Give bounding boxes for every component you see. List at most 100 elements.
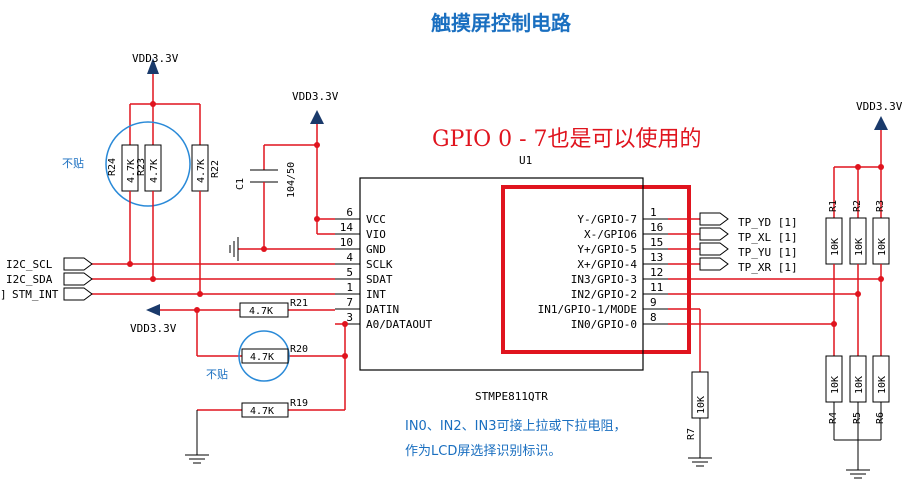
resistor-r7: 10K R7: [686, 371, 709, 440]
note-line-2: 作为LCD屏选择识别标识。: [405, 444, 561, 459]
not-populated-label: 不贴: [62, 156, 84, 170]
ground-symbol: [846, 469, 870, 479]
pin-num: 4: [346, 251, 353, 264]
net-i2c-sda: I2C_SDA: [6, 273, 53, 286]
pin-name: VCC: [366, 213, 386, 226]
pin-name: GND: [366, 243, 386, 256]
net-bracket: ]: [0, 288, 7, 301]
gpio-highlight-box: [501, 185, 691, 354]
resistor-r19: 4.7K R19: [241, 398, 308, 418]
pin-num: 6: [346, 206, 353, 219]
pin-num: 1: [346, 281, 353, 294]
svg-text:4.7K: 4.7K: [249, 306, 273, 317]
svg-text:10K: 10K: [696, 396, 707, 414]
net-stm-int: STM_INT: [12, 288, 59, 301]
pin-num: 10: [340, 236, 353, 249]
svg-text:R20: R20: [290, 344, 308, 355]
chip-part: STMPE811QTR: [475, 390, 548, 403]
resistor-r1: 10K R1: [825, 200, 843, 265]
pin-num: 9: [650, 296, 657, 309]
pin-num: 16: [650, 221, 663, 234]
gpio-annotation: GPIO 0 - 7也是可以使用的: [432, 127, 702, 152]
svg-text:VDD3.3V: VDD3.3V: [856, 100, 903, 113]
svg-text:R19: R19: [290, 398, 308, 409]
svg-text:R2: R2: [852, 200, 863, 212]
svg-text:4.7K: 4.7K: [126, 159, 137, 183]
svg-text:10K: 10K: [830, 376, 841, 394]
svg-text:4.7K: 4.7K: [250, 406, 274, 417]
net-i2c-scl: I2C_SCL: [6, 258, 53, 271]
resistor-r3: 10K R3: [872, 200, 890, 265]
vdd-left-arrow: VDD3.3V: [130, 304, 177, 335]
ground-symbol: [185, 454, 209, 464]
svg-text:4.7K: 4.7K: [149, 159, 160, 183]
vdd-top-mid: VDD3.3V: [292, 90, 339, 124]
resistor-r21: 4.7K R21: [239, 298, 308, 318]
svg-text:R7: R7: [686, 428, 697, 440]
pin-name: VIO: [366, 228, 386, 241]
svg-text:R24: R24: [107, 158, 118, 176]
pin-num: 8: [650, 311, 657, 324]
resistor-r23: 4.7K R23: [136, 144, 162, 192]
pin-name: SDAT: [366, 273, 393, 286]
pin-num: 7: [346, 296, 353, 309]
chip-body: [359, 177, 644, 371]
pin-name: A0/DATAOUT: [366, 318, 433, 331]
left-pins: 6 14 10 4 5 1 7 3 VCC VIO GND SCLK SDAT …: [335, 206, 433, 331]
pin-name: X+/GPIO-4: [577, 258, 637, 271]
svg-text:R21: R21: [290, 298, 308, 309]
svg-text:10K: 10K: [830, 238, 841, 256]
net-labels-right: TP_YD [1] TP_XL [1] TP_YU [1] TP_XR [1]: [699, 212, 798, 274]
svg-text:10K: 10K: [854, 376, 865, 394]
pin-num: 14: [340, 221, 354, 234]
svg-text:10K: 10K: [877, 376, 888, 394]
net-tp-yd: TP_YD [1]: [738, 216, 798, 229]
resistor-r2: 10K R2: [849, 200, 867, 265]
svg-text:R23: R23: [136, 158, 147, 176]
resistor-r24: 4.7K R24: [107, 144, 139, 192]
capacitor-c1: C1 104/50: [235, 162, 297, 198]
chip-ref: U1: [519, 154, 532, 167]
right-pins: 1 16 15 13 12 11 9 8 Y-/GPIO-7 X-/GPIO6 …: [538, 206, 668, 331]
vdd-top-left: VDD3.3V: [132, 52, 179, 74]
pin-num: 13: [650, 251, 663, 264]
pin-name: Y-/GPIO-7: [577, 213, 637, 226]
pin-num: 11: [650, 281, 663, 294]
pin-num: 5: [346, 266, 353, 279]
pin-num: 1: [650, 206, 657, 219]
svg-text:104/50: 104/50: [286, 162, 297, 198]
resistor-r20: 4.7K R20: [241, 344, 308, 364]
ground-symbol: [688, 457, 712, 467]
not-populated-circle: [105, 121, 191, 207]
net-tp-xr: TP_XR [1]: [738, 261, 798, 274]
ground-symbol: [229, 237, 239, 261]
pin-name: IN0/GPIO-0: [571, 318, 637, 331]
svg-text:R1: R1: [828, 200, 839, 212]
net-tp-xl: TP_XL [1]: [738, 231, 798, 244]
pin-num: 3: [346, 311, 353, 324]
svg-text:10K: 10K: [854, 238, 865, 256]
pin-name: DATIN: [366, 303, 399, 316]
pin-name: IN3/GPIO-3: [571, 273, 637, 286]
svg-text:C1: C1: [235, 178, 246, 190]
svg-text:VDD3.3V: VDD3.3V: [130, 322, 177, 335]
svg-text:4.7K: 4.7K: [250, 352, 274, 363]
net-tp-yu: TP_YU [1]: [738, 246, 798, 259]
pin-name: INT: [366, 288, 386, 301]
svg-text:R3: R3: [875, 200, 886, 212]
pin-name: IN2/GPIO-2: [571, 288, 637, 301]
not-populated-label: 不贴: [206, 367, 228, 381]
pin-name: SCLK: [366, 258, 393, 271]
svg-text:10K: 10K: [877, 238, 888, 256]
pin-num: 15: [650, 236, 663, 249]
not-populated-circle: [238, 330, 290, 382]
svg-text:VDD3.3V: VDD3.3V: [132, 52, 179, 65]
pin-name: X-/GPIO6: [584, 228, 637, 241]
pin-name: Y+/GPIO-5: [577, 243, 637, 256]
net-labels-left: I2C_SCL I2C_SDA ] STM_INT: [0, 257, 93, 301]
pin-num: 12: [650, 266, 663, 279]
svg-text:VDD3.3V: VDD3.3V: [292, 90, 339, 103]
vdd-top-right: VDD3.3V: [856, 100, 903, 130]
resistor-r22: 4.7K R22: [191, 144, 221, 192]
